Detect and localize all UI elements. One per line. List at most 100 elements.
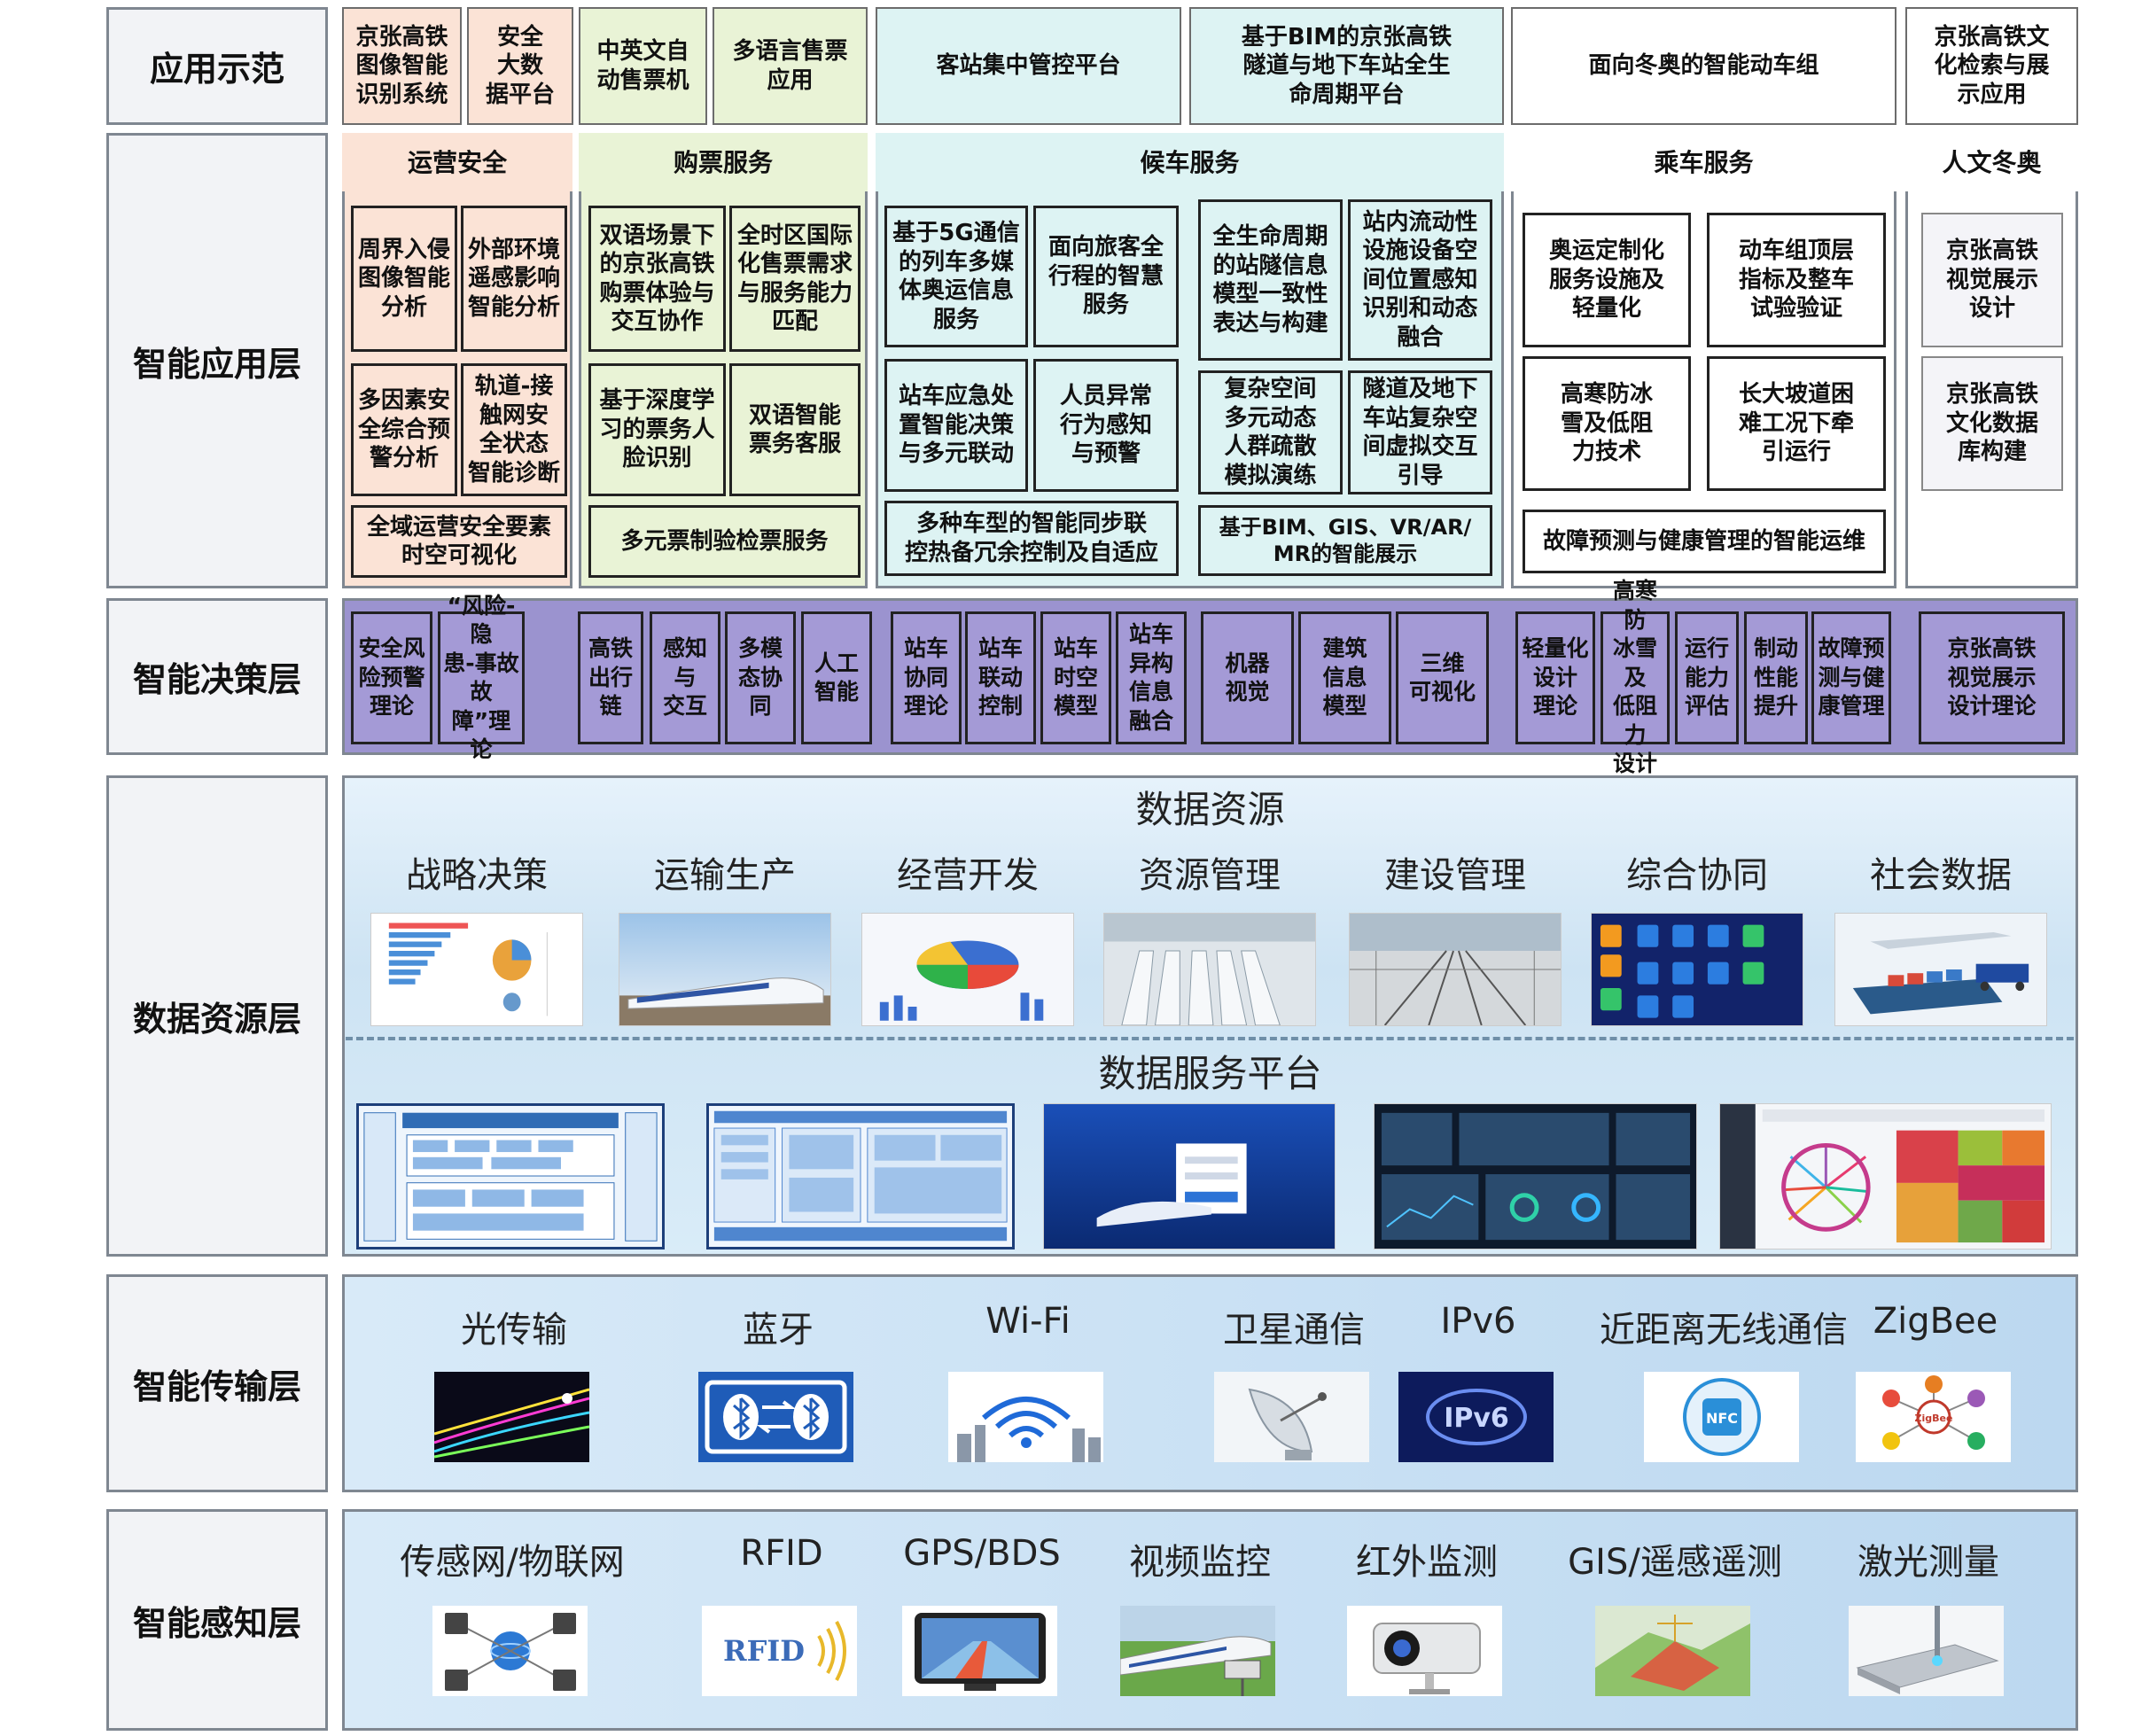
video-label: 视频监控 <box>1129 1542 1271 1583</box>
demo-culture-app: 京张高铁文 化检索与展 示应用 <box>1905 7 2078 125</box>
layer-label-data-resource: 数据资源层 <box>106 775 328 1257</box>
culture-title: 人文冬奥 <box>1905 133 2078 191</box>
waiting-item-sync: 多种车型的智能同步联 控热备冗余控制及自适应 <box>884 501 1179 576</box>
zigbee-icon: ZigBee <box>1856 1372 2011 1462</box>
ticket-item-face: 基于深度学 习的票务人 脸识别 <box>588 363 726 496</box>
ops-item-visualization: 全域运营安全要素 时空可视化 <box>351 505 567 578</box>
wifi-label: Wi-Fi <box>985 1301 1071 1342</box>
riding-item-cold: 高寒防冰 雪及低阻 力技术 <box>1523 356 1691 491</box>
infrared-icon <box>1347 1606 1502 1696</box>
data-category-collaboration-label: 综合协同 <box>1626 855 1768 896</box>
decision-item-10: 站车 异构 信息 融合 <box>1116 611 1187 744</box>
riding-title: 乘车服务 <box>1511 133 1896 191</box>
laser-label: 激光测量 <box>1858 1542 1999 1583</box>
gis-label: GIS/遥感遥测 <box>1568 1542 1782 1583</box>
data-category-resource-image <box>1103 913 1316 1026</box>
platform-screenshot-architecture <box>356 1103 665 1249</box>
iot-label: 传感网/物联网 <box>400 1542 625 1583</box>
data-category-transport-image <box>619 913 831 1026</box>
satellite-label: 卫星通信 <box>1223 1310 1365 1351</box>
demo-olympic-emu: 面向冬奥的智能动车组 <box>1511 7 1896 125</box>
demo-image-recognition: 京张高铁 图像智能 识别系统 <box>342 7 462 125</box>
demo-bim-platform: 基于BIM的京张高铁 隧道与地下车站全生 命周期平台 <box>1189 7 1504 125</box>
satellite-icon <box>1214 1372 1369 1462</box>
decision-item-5: 多模 态协 同 <box>725 611 796 744</box>
layer-label-decision: 智能决策层 <box>106 598 328 755</box>
data-divider <box>346 1037 2074 1040</box>
data-category-strategy-label: 战略决策 <box>406 855 548 896</box>
data-category-construction-image <box>1349 913 1562 1026</box>
ipv6-icon-text: IPv6 <box>1444 1403 1509 1434</box>
waiting-item-spatial: 站内流动性 设施设备空 间位置感知 识别和动态 融合 <box>1348 199 1492 361</box>
data-category-transport-label: 运输生产 <box>654 855 796 896</box>
nfc-label: 近距离无线通信 <box>1600 1310 1848 1351</box>
laser-icon <box>1849 1606 2004 1696</box>
waiting-item-abnormal: 人员异常 行为感知 与预警 <box>1033 359 1179 492</box>
culture-item-visual: 京张高铁 视觉展示 设计 <box>1921 213 2063 347</box>
demo-station-control: 客站集中管控平台 <box>876 7 1181 125</box>
ops-item-multi-factor: 多因素安 全综合预 警分析 <box>351 363 457 496</box>
optical-label: 光传输 <box>461 1310 567 1351</box>
platform-screenshot-login <box>1043 1103 1336 1249</box>
rfid-label: RFID <box>740 1533 823 1574</box>
culture-item-database: 京张高铁 文化数据 库构建 <box>1921 356 2063 491</box>
data-category-social-image <box>1834 913 2047 1026</box>
demo-safety-bigdata: 安全 大数 据平台 <box>467 7 573 125</box>
waiting-item-5g: 基于5G通信 的列车多媒 体奥运信息 服务 <box>884 206 1028 347</box>
rfid-icon: RFID <box>702 1606 857 1696</box>
decision-item-3: 高铁 出行 链 <box>578 611 643 744</box>
ops-safety-title: 运营安全 <box>342 133 572 191</box>
data-category-business-label: 经营开发 <box>897 855 1039 896</box>
waiting-item-smart: 面向旅客全 行程的智慧 服务 <box>1033 206 1179 347</box>
decision-item-14: 轻量化 设计 理论 <box>1515 611 1595 744</box>
decision-item-7: 站车 协同 理论 <box>891 611 962 744</box>
layer-label-transmission: 智能传输层 <box>106 1274 328 1492</box>
riding-item-slope: 长大坡道困 难工况下牵 引运行 <box>1707 356 1886 491</box>
waiting-item-bim-gis: 基于BIM、GIS、VR/AR/ MR的智能展示 <box>1198 505 1492 576</box>
data-category-construction-label: 建设管理 <box>1384 855 1526 896</box>
ops-item-perimeter: 周界入侵 图像智能 分析 <box>351 206 457 352</box>
gis-icon <box>1595 1606 1750 1696</box>
optical-icon <box>434 1372 589 1462</box>
decision-item-18: 故障预 测与健 康管理 <box>1811 611 1891 744</box>
platform-screenshot-framework <box>706 1103 1015 1249</box>
data-platform-title: 数据服务平台 <box>1098 1052 1322 1095</box>
layer-label-application: 应用示范 <box>106 7 328 125</box>
ticket-item-timezone: 全时区国际 化售票需求 与服务能力 匹配 <box>729 206 861 352</box>
ticket-item-check: 多元票制验检票服务 <box>588 505 861 578</box>
nfc-icon: NFC <box>1644 1372 1799 1462</box>
video-icon <box>1120 1606 1275 1696</box>
infrared-label: 红外监测 <box>1356 1542 1498 1583</box>
ipv6-icon: IPv6 <box>1398 1372 1554 1462</box>
riding-item-custom: 奥运定制化 服务设施及 轻量化 <box>1523 213 1691 347</box>
decision-item-12: 建筑 信息 模型 <box>1298 611 1391 744</box>
zigbee-label: ZigBee <box>1873 1301 1998 1342</box>
decision-item-2: “风险-隐 患-事故故 障”理论 <box>438 593 525 762</box>
ticket-title: 购票服务 <box>579 133 868 191</box>
decision-item-8: 站车 联动 控制 <box>965 611 1036 744</box>
riding-item-phm: 故障预测与健康管理的智能运维 <box>1523 510 1886 573</box>
decision-item-11: 机器 视觉 <box>1201 611 1294 744</box>
bluetooth-label: 蓝牙 <box>743 1310 814 1351</box>
gps-label: GPS/BDS <box>903 1533 1061 1574</box>
nfc-icon-text: NFC <box>1706 1410 1738 1427</box>
data-category-resource-label: 资源管理 <box>1139 855 1281 896</box>
demo-ticket-machine: 中英文自 动售票机 <box>579 7 707 125</box>
data-resources-title: 数据资源 <box>1135 788 1285 831</box>
decision-item-13: 三维 可视化 <box>1396 611 1489 744</box>
platform-screenshot-dashboard <box>1374 1103 1697 1249</box>
ops-item-track-diagnosis: 轨道-接 触网安 全状态 智能诊断 <box>461 363 567 496</box>
decision-item-17: 制动 性能 提升 <box>1744 611 1808 744</box>
decision-item-1: 安全风 险预警 理论 <box>351 611 432 744</box>
data-category-social-label: 社会数据 <box>1870 855 2012 896</box>
ticket-item-service: 双语智能 票务客服 <box>729 363 861 496</box>
layer-label-perception: 智能感知层 <box>106 1509 328 1731</box>
wifi-icon <box>948 1372 1103 1462</box>
rfid-icon-text: RFID <box>723 1634 805 1668</box>
riding-item-emu-test: 动车组顶层 指标及整车 试验验证 <box>1707 213 1886 347</box>
decision-item-4: 感知 与 交互 <box>650 611 720 744</box>
iot-icon <box>432 1606 588 1696</box>
decision-item-15: 高寒防 冰雪及 低阻力 设计 <box>1600 578 1670 776</box>
waiting-title: 候车服务 <box>876 133 1504 191</box>
layer-label-intelligent-app: 智能应用层 <box>106 133 328 588</box>
